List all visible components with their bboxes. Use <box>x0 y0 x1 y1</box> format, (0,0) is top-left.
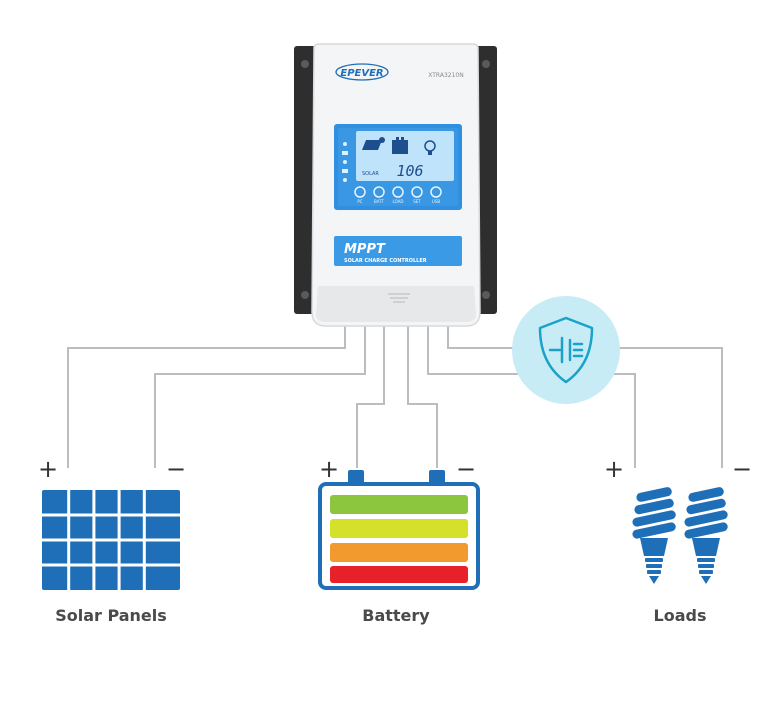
mppt-badge <box>334 236 462 266</box>
battery-negative-terminal <box>429 470 445 484</box>
lcd-small-label: SOLAR <box>362 171 379 177</box>
loads-minus-sign: − <box>732 455 753 483</box>
charge-controller: EPEVER XTRA3210N SOLAR 106 <box>294 43 497 327</box>
load-button[interactable] <box>392 186 404 198</box>
lcd-reading: 106 <box>396 162 423 180</box>
pc-button-label: PC <box>357 199 362 204</box>
shield-icon <box>538 316 594 384</box>
lcd-battery-icon <box>392 140 408 154</box>
protection-shield <box>512 296 620 404</box>
solar-panels-label: Solar Panels <box>55 606 167 625</box>
load-button-label: LOAD <box>393 199 404 204</box>
battery-label: Battery <box>362 606 430 625</box>
model-number: XTRA3210N <box>428 72 463 79</box>
brand-logo: EPEVER <box>340 68 383 79</box>
left-bracket <box>294 46 316 314</box>
loads-label: Loads <box>653 606 707 625</box>
usb-button[interactable] <box>430 186 442 198</box>
vent-grille <box>388 293 410 303</box>
solar-plus-sign: + <box>38 455 59 483</box>
battery-level-full <box>330 495 468 514</box>
battery-icon <box>318 470 480 590</box>
battery-level-low <box>330 566 468 583</box>
battery-level-medium <box>330 543 468 562</box>
solar-positive-wire <box>67 325 346 468</box>
loads-plus-sign: + <box>604 455 625 483</box>
lcd-solar-icon <box>362 137 385 150</box>
wires <box>67 325 723 468</box>
right-bracket <box>475 46 497 314</box>
battery-positive-wire <box>356 325 385 468</box>
batt-button[interactable] <box>373 186 385 198</box>
mppt-title: MPPT <box>344 242 386 257</box>
solar-negative-wire <box>154 325 366 468</box>
mppt-subtitle: SOLAR CHARGE CONTROLLER <box>344 258 427 264</box>
battery-positive-terminal <box>348 470 364 484</box>
usb-button-label: USB <box>432 199 440 204</box>
battery-minus-sign: − <box>456 455 477 483</box>
solar-minus-sign: − <box>166 455 187 483</box>
bulb-icon-right <box>684 487 728 584</box>
pc-button[interactable] <box>354 186 366 198</box>
status-icons <box>342 142 348 182</box>
set-button-label: SET <box>413 199 421 204</box>
set-button[interactable] <box>411 186 423 198</box>
controller-buttons <box>354 186 442 198</box>
shield-circle <box>512 296 620 404</box>
battery-plus-sign: + <box>319 455 340 483</box>
battery-level-high <box>330 519 468 538</box>
battery-negative-wire <box>407 325 438 468</box>
bulb-icon-left <box>632 487 676 584</box>
lcd-bulb-icon <box>424 140 436 155</box>
batt-button-label: BATT <box>374 199 385 204</box>
solar-panel-icon <box>42 490 180 590</box>
